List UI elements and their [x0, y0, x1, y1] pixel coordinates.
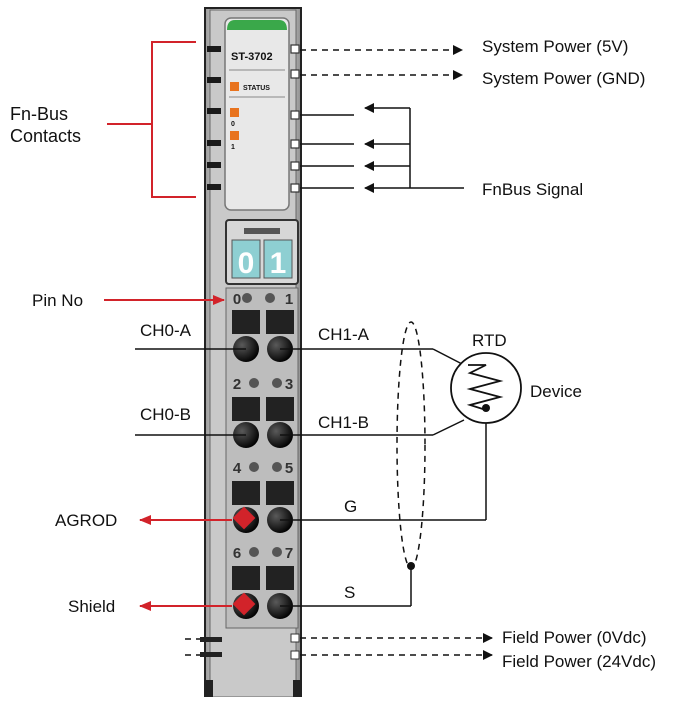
fnbus-signal-lines [300, 103, 464, 193]
fn-bus-contacts-bracket [107, 41, 196, 198]
g-label: G [344, 497, 357, 516]
channel-digit-1: 1 [270, 247, 287, 280]
rtd-resistor-symbol [466, 364, 504, 411]
channel-digit-0-bg [231, 239, 261, 279]
pin-number-6: 6 [233, 545, 241, 562]
channel-1-led-label: 1 [231, 144, 235, 151]
pin-number-1: 1 [285, 291, 293, 308]
cable-shield-outline [396, 321, 426, 569]
field-power-lines [185, 633, 493, 660]
pin-number-7: 7 [285, 545, 293, 562]
rtd-label: RTD [472, 331, 507, 350]
fn-bus-contacts-label-line1: Fn-Bus [10, 104, 68, 124]
ch1-a-label: CH1-A [318, 325, 370, 344]
agrod-label: AGROD [55, 511, 117, 530]
channel-1-led [230, 131, 239, 140]
green-accent-bar [227, 20, 287, 30]
label-panel [224, 17, 290, 211]
field-power-0vdc-label: Field Power (0Vdc) [502, 628, 647, 647]
pin-number-0: 0 [233, 291, 241, 308]
channel-digit-1-bg [263, 239, 293, 279]
io-module: ST-3702 STATUS 0 1 0 1 0 1 [200, 7, 302, 698]
rtd-device [450, 352, 522, 424]
right-contact-slots [290, 44, 300, 193]
pin-no-label: Pin No [32, 291, 83, 310]
status-led [230, 82, 239, 91]
fn-bus-contact-pins [207, 46, 221, 190]
ch0-b-label: CH0-B [140, 405, 191, 424]
channel-digit-0: 0 [238, 247, 255, 280]
terminal-group-2-3: 2 3 [232, 376, 294, 448]
fn-bus-contacts-label-line2: Contacts [10, 126, 81, 146]
status-label: STATUS [243, 85, 270, 92]
pin-number-5: 5 [285, 460, 293, 477]
channel-0-led-label: 0 [231, 121, 235, 128]
ch0-a-label: CH0-A [140, 321, 192, 340]
pin-number-2: 2 [233, 376, 241, 393]
pin-number-4: 4 [233, 460, 242, 477]
ch1-b-label: CH1-B [318, 413, 369, 432]
pin-number-3: 3 [285, 376, 293, 393]
device-label: Device [530, 382, 582, 401]
system-power-gnd-label: System Power (GND) [482, 69, 645, 88]
field-power-24vdc-label: Field Power (24Vdc) [502, 652, 656, 671]
shield-label: Shield [68, 597, 115, 616]
system-power-5v-label: System Power (5V) [482, 37, 628, 56]
system-power-lines [300, 45, 463, 80]
channel-0-led [230, 108, 239, 117]
s-label: S [344, 583, 355, 602]
shield-junction [407, 562, 415, 570]
fnbus-signal-label: FnBus Signal [482, 180, 583, 199]
channel-wires [135, 348, 487, 607]
module-model: ST-3702 [231, 51, 273, 63]
terminal-group-4-5: 4 5 [232, 460, 294, 533]
